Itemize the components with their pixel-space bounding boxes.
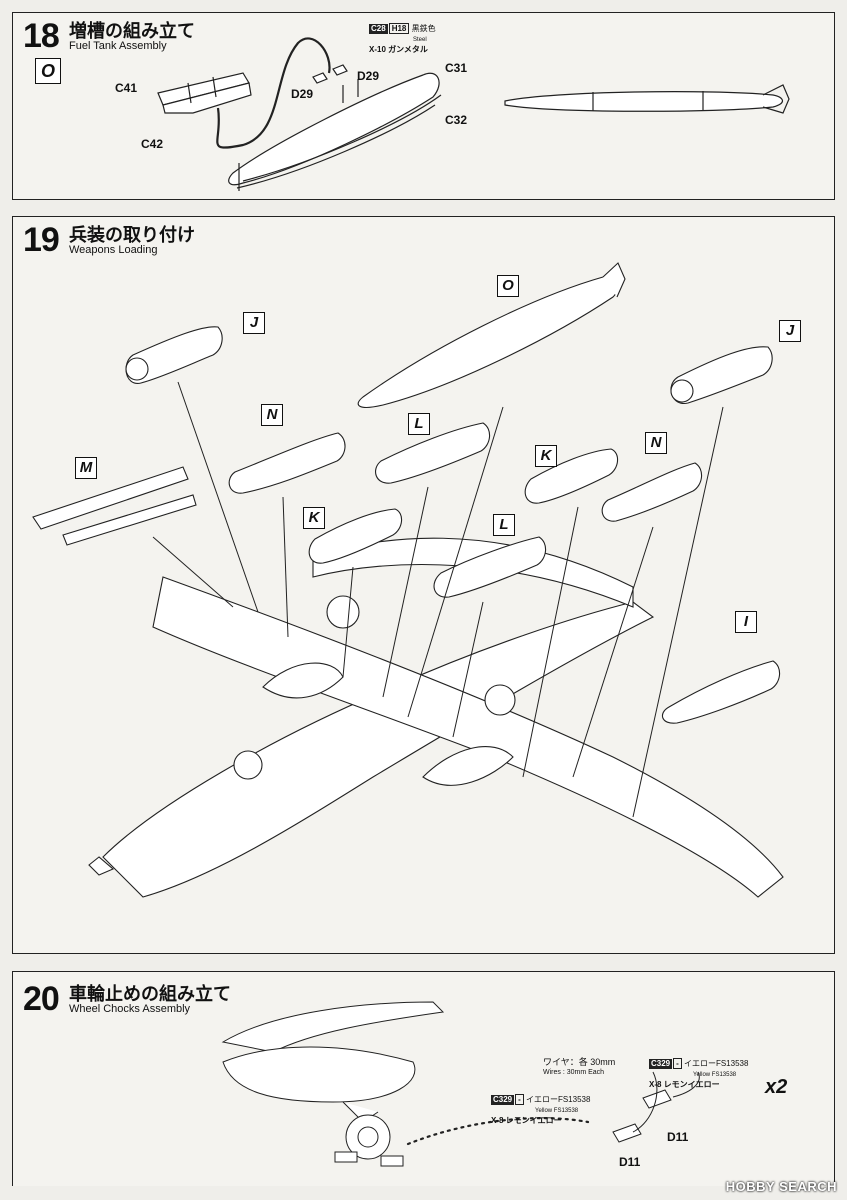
- part-label: D29: [291, 87, 314, 101]
- part-label: C32: [445, 113, 468, 127]
- multiplier: x2: [765, 1076, 788, 1098]
- option-box: O: [35, 58, 61, 84]
- part-box-o: O: [497, 275, 519, 297]
- part-box-k: K: [303, 507, 325, 529]
- paint-color-jp: 黒鉄色: [411, 24, 436, 33]
- paint-code-2: -: [515, 1094, 524, 1105]
- part-box-j: J: [779, 320, 801, 342]
- paint-color-jp: イエローFS13538: [526, 1095, 591, 1104]
- part-box-j: J: [243, 312, 265, 334]
- step-title-en: Weapons Loading: [69, 244, 158, 256]
- step-20-panel: 20 車輪止めの組み立て Wheel Chocks Assembly ワイヤ：各…: [12, 971, 835, 1186]
- part-label-d11: D11: [667, 1130, 689, 1144]
- part-label: C42: [141, 137, 164, 151]
- paint-x-code: X-8 レモンイエロー: [491, 1116, 562, 1125]
- step-title-en: Fuel Tank Assembly: [69, 40, 167, 52]
- part-label: C31: [445, 61, 468, 75]
- part-box-k: K: [535, 445, 557, 467]
- step-18-panel: 18 増槽の組み立て Fuel Tank Assembly O: [12, 12, 835, 200]
- step-title-jp: 車輪止めの組み立て: [69, 984, 231, 1004]
- part-label: C41: [115, 81, 138, 95]
- paint-x-code: X-10 ガンメタル: [369, 45, 428, 54]
- paint-callout-left: C329- イエローFS13538 Yellow FS13538 X-8 レモン…: [491, 1094, 590, 1125]
- part-label: D29: [357, 69, 380, 83]
- paint-color-en: Yellow FS13538: [535, 1108, 579, 1114]
- paint-code-2: H18: [388, 23, 410, 34]
- watermark: HOBBY SEARCH: [725, 1179, 837, 1194]
- wire-note-jp: ワイヤ：各 30mm: [543, 1057, 616, 1067]
- paint-code: C329: [491, 1095, 515, 1105]
- step-number: 18: [23, 17, 60, 55]
- step-number: 20: [23, 980, 60, 1018]
- paint-callout-right: C329- イエローFS13538 Yellow FS13538 X-8 レモン…: [649, 1058, 748, 1089]
- wheel-chocks-drawing: [221, 1001, 700, 1167]
- weapons-loading-drawing: [32, 262, 784, 898]
- part-box-n: N: [645, 432, 667, 454]
- part-box-n: N: [261, 404, 283, 426]
- wire-note: ワイヤ：各 30mm Wires : 30mm Each: [543, 1058, 615, 1077]
- paint-color-en: Yellow FS13538: [693, 1072, 737, 1078]
- paint-color-en: Steel: [413, 37, 427, 43]
- step-number: 19: [23, 221, 60, 259]
- part-box-l: L: [408, 413, 430, 435]
- part-box-m: M: [75, 457, 97, 479]
- step-title-jp: 増槽の組み立て: [69, 21, 195, 41]
- fuel-tank-drawing: [157, 37, 790, 191]
- part-label-d11: D11: [619, 1155, 641, 1169]
- paint-code-2: -: [673, 1058, 682, 1069]
- paint-x-code: X-8 レモンイエロー: [649, 1080, 720, 1089]
- part-box-l: L: [493, 514, 515, 536]
- step-19-panel: 19 兵装の取り付け Weapons Loading: [12, 216, 835, 954]
- step-title-jp: 兵装の取り付け: [69, 225, 195, 245]
- part-box-i: I: [735, 611, 757, 633]
- paint-color-jp: イエローFS13538: [684, 1059, 749, 1068]
- paint-code: C28: [369, 24, 388, 34]
- step-title-en: Wheel Chocks Assembly: [69, 1003, 191, 1015]
- wire-note-en: Wires : 30mm Each: [543, 1069, 605, 1076]
- paint-code: C329: [649, 1059, 673, 1069]
